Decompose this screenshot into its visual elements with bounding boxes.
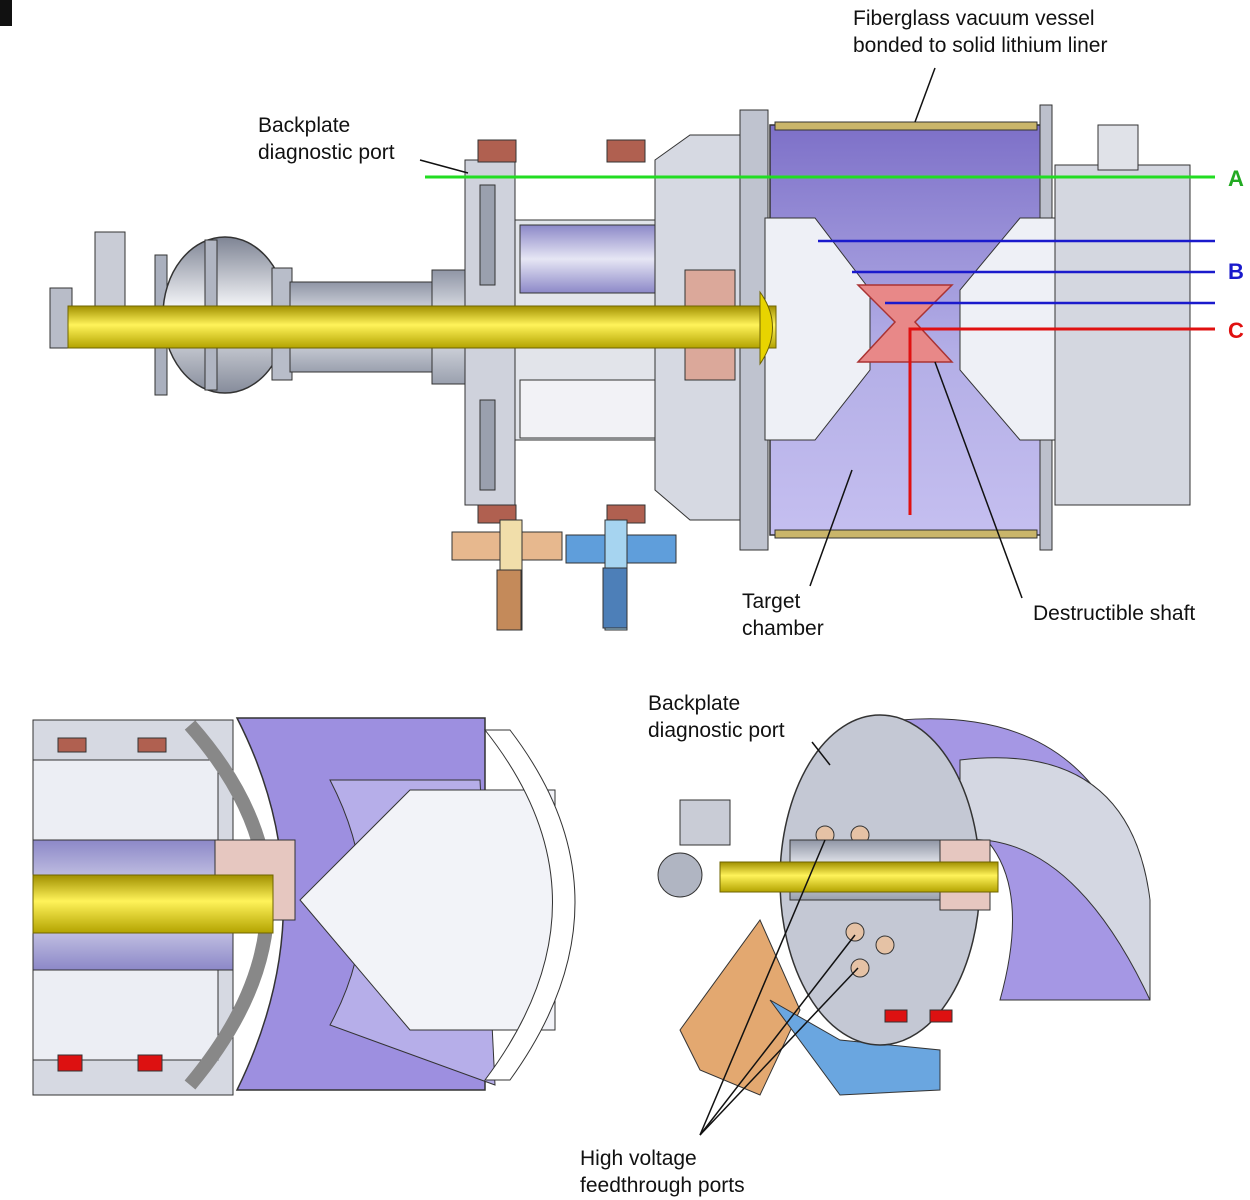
top-cross-section [49,67,1215,631]
label-line: Fiberglass vacuum vessel [853,7,1095,30]
label-line: feedthrough ports [580,1174,745,1197]
label-line: diagnostic port [258,141,395,164]
label-line: bonded to solid lithium liner [853,34,1108,57]
label-hv-feedthrough-ports: High voltage feedthrough ports [580,1145,745,1199]
label-target-chamber: Target chamber [742,588,824,642]
iso-right-center-rod [719,861,999,893]
label-destructible-shaft: Destructible shaft [1033,602,1196,625]
isometric-view-left [32,717,576,1096]
label-line: Target [742,590,801,613]
label-line: diagnostic port [648,719,785,742]
line-c [908,327,1215,515]
tag-c: C [1228,318,1244,343]
label-line: chamber [742,617,824,640]
label-backplate-port-bottom: Backplate diagnostic port [648,690,785,744]
tag-a: A [1228,166,1244,191]
label-fiberglass-vessel: Fiberglass vacuum vessel bonded to solid… [853,5,1107,59]
label-backplate-port-top: Backplate diagnostic port [258,112,395,166]
label-line: High voltage [580,1147,697,1170]
tag-b: B [1228,259,1244,284]
coil [477,139,517,163]
label-line: Backplate [258,114,351,137]
center-rod [67,305,777,349]
label-line: Backplate [648,692,741,715]
iso-center-rod [32,874,274,934]
isometric-view-right [657,714,1151,1136]
corner-marker [0,0,12,26]
